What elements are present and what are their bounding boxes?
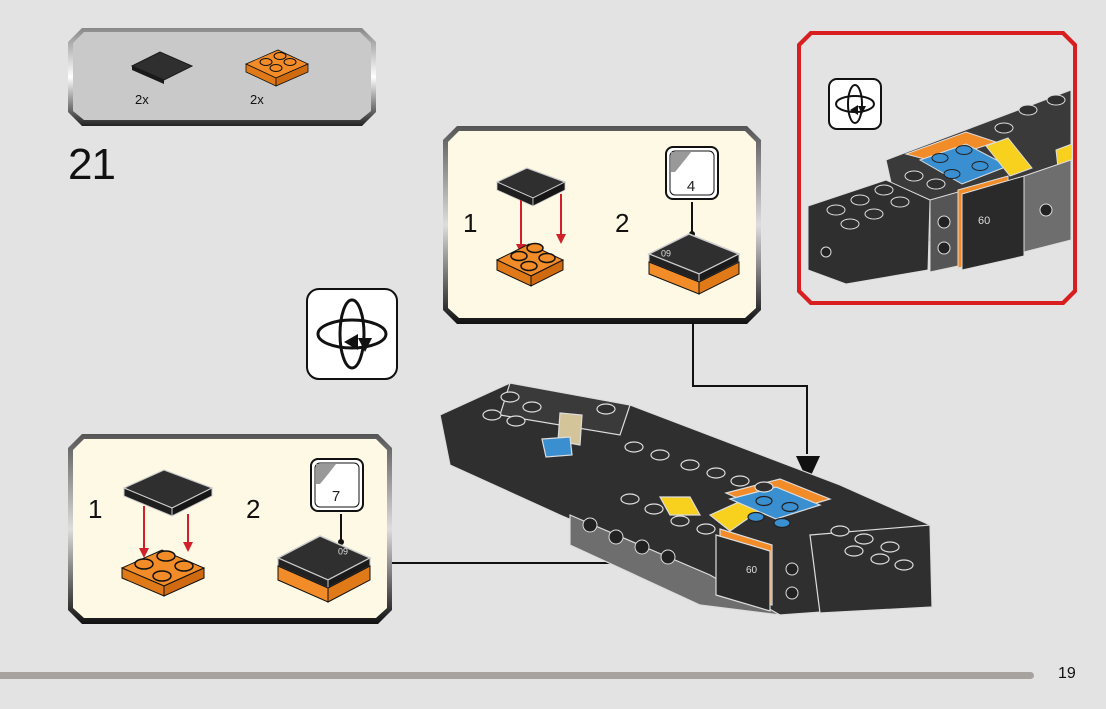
dark-tile-part-icon xyxy=(130,51,194,84)
rotate-model-icon xyxy=(306,288,398,380)
sticker-number: 7 xyxy=(331,488,341,505)
tile-onto-plate-illustration xyxy=(120,469,214,597)
substep-1-number: 1 xyxy=(88,494,103,524)
substep-1-number: 1 xyxy=(463,208,478,238)
sticker-text: 60 xyxy=(661,248,671,258)
parts-list-frame xyxy=(68,28,376,126)
arrow-down-icon xyxy=(796,456,820,482)
dark-tile-quantity: 2x xyxy=(135,92,149,107)
footer-bar xyxy=(0,672,1034,679)
subassembly-callout-top: 1 2 4 60 xyxy=(443,126,761,324)
tile-onto-plate-illustration xyxy=(495,167,567,287)
orange-plate-part-icon xyxy=(245,49,309,87)
detail-sticker-text: 60 xyxy=(978,215,990,227)
orange-plate-quantity: 2x xyxy=(250,92,264,107)
parts-list-callout: 2x 2x xyxy=(68,28,376,126)
stickered-tile-illustration: 60 xyxy=(276,514,372,603)
rotate-model-icon xyxy=(828,78,884,132)
sticker-reference-icon xyxy=(665,146,719,200)
sticker-text: 60 xyxy=(338,546,348,556)
main-model-illustration: 60 xyxy=(439,382,933,616)
sticker-reference-icon xyxy=(310,458,364,512)
detail-view-callout: 60 xyxy=(796,30,1078,306)
sticker-number: 4 xyxy=(686,178,696,195)
step-number: 21 xyxy=(68,140,116,189)
model-sticker-text: 60 xyxy=(746,565,758,576)
subassembly-callout-bottom: 1 2 7 60 xyxy=(68,434,392,624)
substep-2-number: 2 xyxy=(246,494,261,524)
stickered-tile-illustration: 60 xyxy=(647,202,741,295)
page-number: 19 xyxy=(1058,665,1076,682)
callout-connector-top xyxy=(692,322,808,454)
substep-2-number: 2 xyxy=(615,208,630,238)
